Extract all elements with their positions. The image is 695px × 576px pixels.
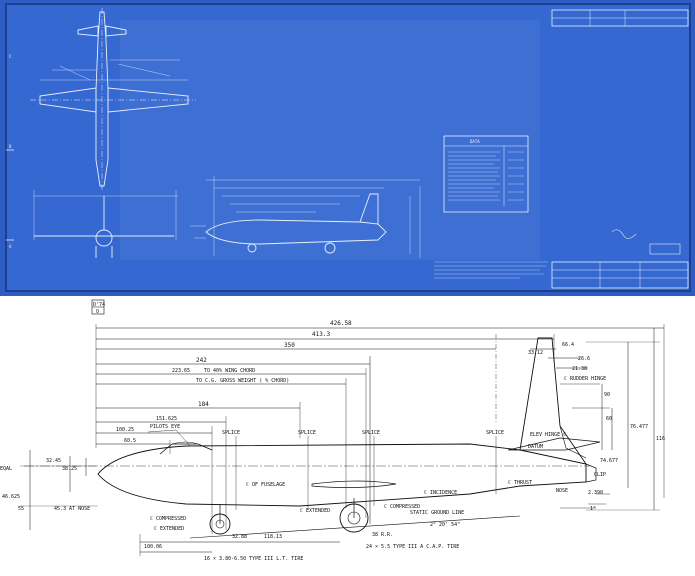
- label-incidence: ℂ INCIDENCE: [424, 490, 457, 496]
- label-eqal: EQAL: [0, 466, 12, 472]
- label-nose-tire: 16 × 3.80-6.50 TYPE III L.T. TIRE: [204, 556, 303, 562]
- label-main-tire: 24 × 5.5 TYPE III A C.A.P. TIRE: [366, 544, 459, 550]
- side-view: [190, 176, 421, 258]
- notes-block: [434, 229, 637, 279]
- dim-100: 100.25: [116, 427, 134, 433]
- label-datum: DATUM: [528, 444, 543, 450]
- label-splice-4: SPLICE: [486, 430, 504, 436]
- label-ground-line: STATIC GROUND LINE: [410, 510, 464, 516]
- dim-main-gear: 118.13: [264, 534, 282, 540]
- zone-letter-b: B: [9, 144, 12, 149]
- dim-fin-60: 60: [606, 416, 612, 422]
- zone-letter-a: A: [9, 244, 12, 249]
- dim-top-d: 21.38: [572, 366, 587, 372]
- wing-section: [311, 480, 397, 488]
- zone-letter-c: C: [9, 54, 12, 59]
- data-table: DATA: [443, 135, 529, 213]
- label-thrust: ℂ THRUST: [508, 480, 532, 486]
- title-block-bottom: [551, 243, 689, 289]
- side-profile-drawing: D'74 O: [0, 298, 695, 576]
- label-splice-2: SPLICE: [298, 430, 316, 436]
- dim-184: 184: [198, 401, 209, 408]
- dim-left-c: 46.625: [2, 494, 20, 500]
- dim-top-c: 26.6: [578, 356, 590, 362]
- dim-151: 151.625: [156, 416, 177, 422]
- label-splice-3: SPLICE: [362, 430, 380, 436]
- dim-fin-90: 90: [604, 392, 610, 398]
- label-extended-left: ℂ EXTENDED: [154, 526, 184, 532]
- dim-nose-gear: 100.06: [144, 544, 162, 550]
- corner-tag: D'74: [93, 302, 105, 308]
- label-rudder-hinge: ℂ RUDDER HINGE: [564, 376, 606, 382]
- label-extended-main: ℂ EXTENDED: [300, 508, 330, 514]
- dim-fin-height: 76.477: [630, 424, 648, 430]
- dim-left-e: 55: [18, 506, 24, 512]
- plan-view: [30, 8, 196, 190]
- label-at-nose: 45.3 AT NOSE: [54, 506, 90, 512]
- label-clip: CLIP: [594, 472, 606, 478]
- dim-tail-a: 74.677: [600, 458, 618, 464]
- front-view: [33, 190, 178, 258]
- data-table-title: DATA: [470, 139, 480, 144]
- label-pilots-eye: PILOTS EYE: [150, 424, 180, 430]
- dim-angle: 1°: [590, 506, 596, 512]
- label-compressed-main: ℂ COMPRESSED: [384, 504, 420, 510]
- label-cg: TO C.G. GROSS WEIGHT ( % CHORD): [196, 378, 289, 384]
- dim-wheel-b: 38 R.R.: [372, 532, 393, 538]
- dim-wheel-a: 32.88: [232, 534, 247, 540]
- dim-overall: 426.58: [330, 320, 352, 327]
- dim-left-a: 32.45: [46, 458, 61, 464]
- dim-242: 242: [196, 357, 207, 364]
- label-compressed-left: ℂ COMPRESSED: [150, 516, 186, 522]
- dim-350: 350: [284, 342, 295, 349]
- dim-413: 413.3: [312, 331, 330, 338]
- dim-tail-b: 2.390: [588, 490, 603, 496]
- label-wing-chord: TO 40% WING CHORD: [204, 368, 255, 374]
- blueprint-sheet: C B A: [0, 0, 695, 296]
- label-ground-angle: 2° 20' 54": [430, 522, 460, 528]
- corner-tag-zone: O: [96, 309, 99, 315]
- dim-left-b: 38.25: [62, 466, 77, 472]
- dim-223: 223.65: [172, 368, 190, 374]
- label-splice-1: SPLICE: [222, 430, 240, 436]
- canopy: [159, 443, 213, 455]
- dim-top-a: 66.4: [562, 342, 574, 348]
- dim-top-b: 33.12: [528, 350, 543, 356]
- label-nose-ref: NOSE: [556, 488, 568, 494]
- label-fuselage: ℂ OF FUSELAGE: [246, 482, 285, 488]
- label-elev-hinge: ELEV HINGE ℂ: [530, 432, 566, 438]
- title-block-top: [551, 9, 689, 27]
- ground-line: [189, 515, 521, 539]
- horizontal-stabilizer: [507, 437, 601, 451]
- dim-total-height: 116: [656, 436, 665, 442]
- dim-60: 60.5: [124, 438, 136, 444]
